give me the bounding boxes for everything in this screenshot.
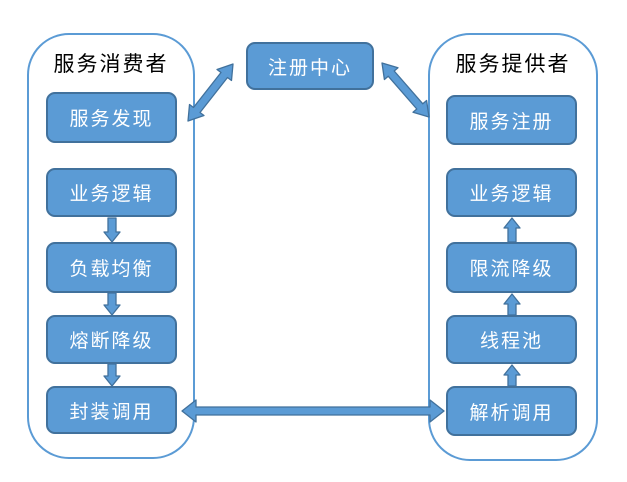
- arrow-parse-call-to-thread-pool: [503, 364, 521, 387]
- parse-call-node: 解析调用: [446, 386, 577, 436]
- provider-business-logic-node: 业务逻辑: [446, 168, 577, 217]
- arrow-circuit-break-to-encapsulate-call: [103, 363, 121, 387]
- arrow-load-balancing-to-circuit-break: [103, 292, 121, 316]
- arrow-encapsulate-parse-bidirectional: [181, 399, 445, 423]
- arrow-rate-limit-to-business-logic: [503, 217, 521, 243]
- service-registration-label: 服务注册: [469, 111, 554, 133]
- load-balancing-node: 负载均衡: [46, 242, 177, 293]
- encapsulate-call-node: 封装调用: [46, 386, 177, 434]
- service-discovery-label: 服务发现: [69, 109, 154, 130]
- encapsulate-call-label: 封装调用: [69, 401, 154, 423]
- rate-limit-degrade-node: 限流降级: [446, 242, 577, 293]
- circuit-break-degrade-node: 熔断降级: [46, 315, 177, 364]
- arrow-business-logic-to-load-balancing: [103, 217, 121, 243]
- service-registration-node: 服务注册: [446, 95, 577, 145]
- thread-pool-node: 线程池: [446, 315, 577, 364]
- arrow-discovery-registry-bidirectional: [187, 63, 234, 122]
- provider-business-logic-label: 业务逻辑: [469, 184, 554, 205]
- thread-pool-label: 线程池: [479, 331, 543, 352]
- arrow-thread-pool-to-rate-limit: [503, 293, 521, 316]
- provider-title: 服务提供者: [455, 53, 571, 76]
- parse-call-label: 解析调用: [469, 402, 554, 424]
- registry-center-label: 注册中心: [267, 57, 352, 79]
- arrow-registry-registration-bidirectional: [381, 62, 430, 118]
- rate-limit-degrade-label: 限流降级: [469, 259, 554, 280]
- load-balancing-label: 负载均衡: [69, 259, 154, 280]
- service-discovery-node: 服务发现: [46, 92, 177, 143]
- consumer-business-logic-label: 业务逻辑: [69, 184, 154, 205]
- consumer-title: 服务消费者: [53, 53, 169, 76]
- circuit-break-degrade-label: 熔断降级: [69, 331, 154, 352]
- registry-center-node: 注册中心: [246, 42, 374, 90]
- consumer-business-logic-node: 业务逻辑: [46, 168, 177, 217]
